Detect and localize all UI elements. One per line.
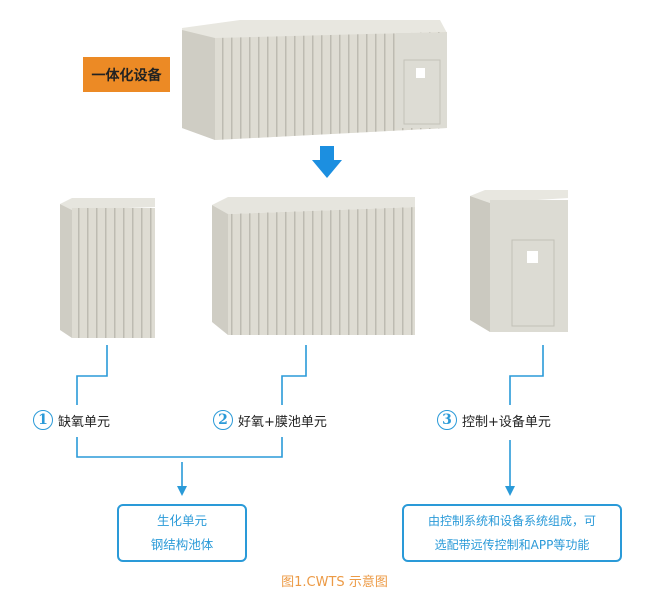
arrow-head-icon: [505, 486, 515, 496]
box-line: 生化单元: [156, 513, 207, 528]
arrow-head-icon: [177, 486, 187, 496]
integrated-container-image: [182, 20, 447, 140]
connector-lines: [76, 345, 544, 488]
box-line: 由控制系统和设备系统组成，可: [427, 514, 596, 528]
number-badge: 2: [213, 410, 233, 430]
number-badge: 3: [437, 410, 457, 430]
unit-label-text: 好氧+膜池单元: [238, 414, 327, 430]
figure-caption: 图1.CWTS 示意图: [281, 575, 388, 590]
box-line: 钢结构池体: [150, 537, 214, 552]
unit-label-text: 控制+设备单元: [462, 414, 551, 430]
control-system-box: 由控制系统和设备系统组成，可 选配带远传控制和APP等功能: [402, 504, 622, 562]
biochemical-unit-box: 生化单元 钢结构池体: [117, 504, 247, 562]
number-badge: 1: [33, 410, 53, 430]
unit-label-anoxic: 1 缺氧单元: [33, 410, 110, 430]
box-line: 选配带远传控制和APP等功能: [434, 538, 590, 552]
integrated-equipment-label: 一体化设备: [83, 57, 170, 92]
anoxic-unit-image: [60, 198, 155, 338]
unit-label-control: 3 控制+设备单元: [437, 410, 551, 430]
down-arrow-icon: [312, 146, 342, 178]
control-equipment-unit-image: [470, 190, 568, 332]
unit-label-aerobic: 2 好氧+膜池单元: [213, 410, 327, 430]
unit-label-text: 缺氧单元: [58, 414, 111, 430]
aerobic-membrane-unit-image: [212, 197, 415, 335]
